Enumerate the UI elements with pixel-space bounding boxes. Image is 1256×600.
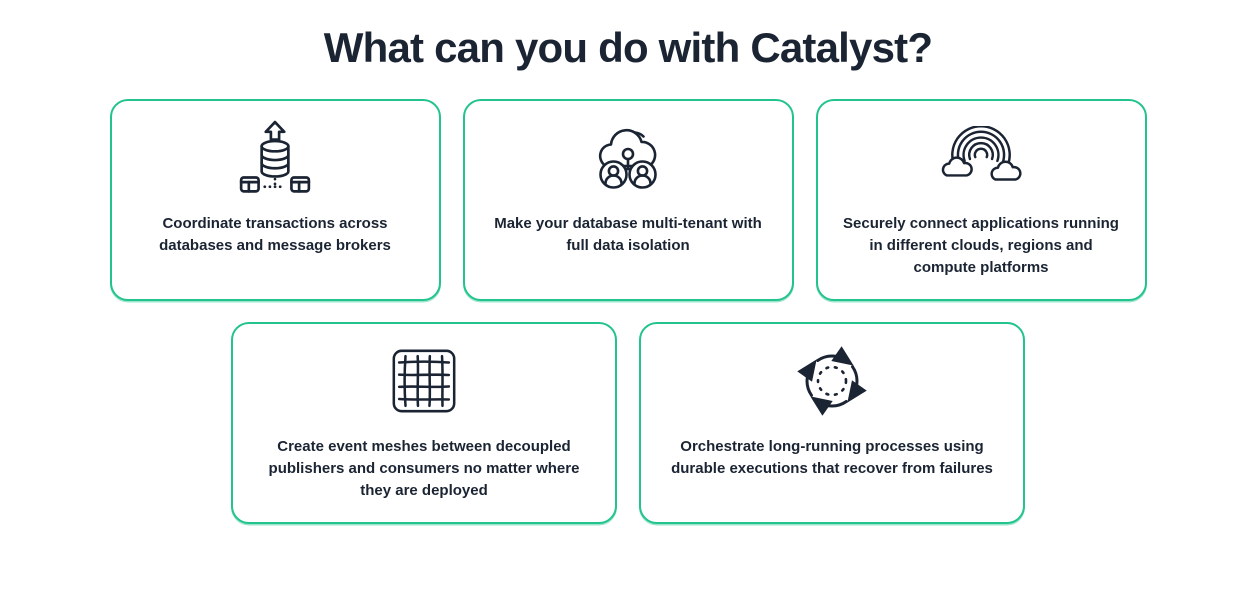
multi-tenant-users-cloud-icon bbox=[590, 115, 666, 201]
card-text-line: in different clouds, regions and bbox=[869, 237, 1093, 254]
card-text-line: full data isolation bbox=[566, 237, 690, 254]
card-durable-execution: Orchestrate long-running processes using… bbox=[639, 322, 1025, 524]
card-description: Securely connect applications running in… bbox=[843, 213, 1119, 279]
card-text-line: Securely connect applications running bbox=[843, 215, 1119, 232]
card-multi-tenant: Make your database multi-tenant with ful… bbox=[462, 99, 794, 301]
card-text-line: they are deployed bbox=[360, 482, 488, 499]
card-description: Coordinate transactions across databases… bbox=[159, 213, 391, 257]
rainbow-clouds-icon bbox=[940, 115, 1022, 201]
card-event-mesh: Create event meshes between decoupled pu… bbox=[231, 322, 617, 524]
event-mesh-grid-icon bbox=[387, 338, 461, 424]
card-text-line: Make your database multi-tenant with bbox=[494, 215, 762, 232]
page-title: What can you do with Catalyst? bbox=[323, 24, 933, 71]
card-description: Orchestrate long-running processes using… bbox=[671, 436, 993, 480]
card-row-bottom: Create event meshes between decoupled pu… bbox=[0, 322, 1256, 524]
card-secure-connect: Securely connect applications running in… bbox=[815, 99, 1147, 301]
card-text-line: Coordinate transactions across bbox=[162, 215, 388, 232]
card-text-line: databases and message brokers bbox=[159, 237, 391, 254]
recovery-cycle-icon bbox=[794, 338, 870, 424]
card-row-top: Coordinate transactions across databases… bbox=[0, 99, 1256, 301]
card-text-line: publishers and consumers no matter where bbox=[268, 460, 580, 477]
card-description: Make your database multi-tenant with ful… bbox=[494, 213, 762, 257]
card-text-line: Orchestrate long-running processes using bbox=[680, 438, 984, 455]
card-text-line: compute platforms bbox=[913, 259, 1049, 276]
card-description: Create event meshes between decoupled pu… bbox=[269, 436, 580, 502]
card-text-line: durable executions that recover from fai… bbox=[671, 460, 993, 477]
card-coordinate-transactions: Coordinate transactions across databases… bbox=[109, 99, 441, 301]
card-text-line: Create event meshes between decoupled bbox=[277, 438, 571, 455]
database-transactions-icon bbox=[236, 115, 314, 201]
